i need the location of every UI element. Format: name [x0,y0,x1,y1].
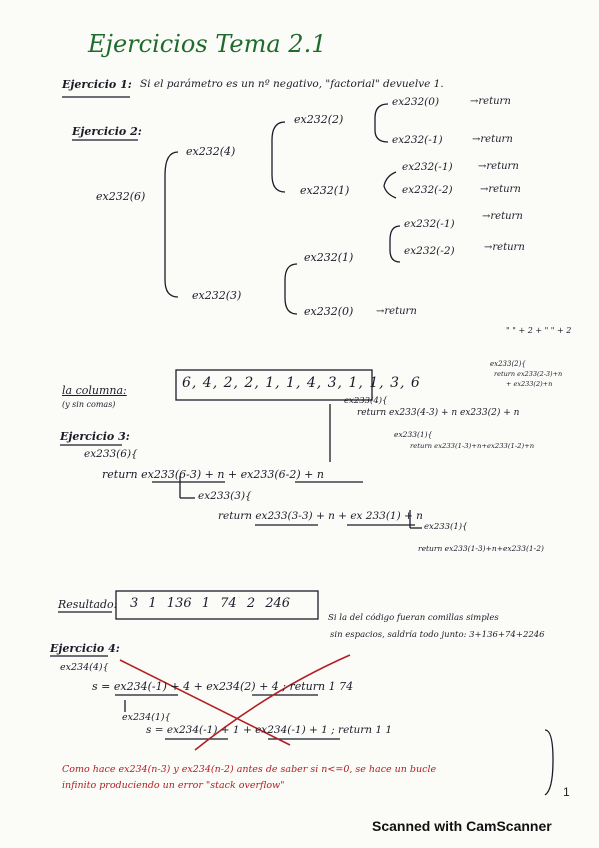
ej2-ret-0b: →return [376,306,417,317]
ej2-leaf-m2a: ex232(-2) [402,184,453,196]
ej2-node-2: ex232(2) [294,113,344,126]
ej2-node-1b: ex232(1) [304,251,354,264]
ej2-leaf-0: ex232(0) [392,96,440,108]
ej2-leaf-m1a: ex232(-1) [392,134,443,146]
ej4-l2: s = ex234(-1) + 4 + ex234(2) + 4 ; retur… [92,680,354,693]
resultado-note-1: Si la del código fueran comillas simples [328,613,499,623]
ej2-node-0: ex232(0) [304,305,354,318]
ej3-l2: return ex233(6-3) + n + ex233(6-2) + n [102,468,324,481]
ej2-leaf-m2b: ex232(-2) [404,245,455,257]
resultado-label: Resultado: [58,598,118,611]
ej3-r6: return ex233(2-3)+n [494,370,563,378]
ej3-r4: return ex233(1-3)+n+ex233(1-2)+n [410,442,535,450]
ej4-l1: ex234(4){ [60,662,109,673]
ej2-node-3: ex232(3) [192,289,242,302]
columna-label: la columna: [62,384,127,397]
ej2-ret-6: →return [484,242,525,253]
ej2-leaf-m1c: ex232(-1) [404,218,455,230]
ej2-root: ex232(6) [96,190,146,203]
ej1-label: Ejercicio 1: [62,78,132,91]
ej2-leaf-m1b: ex232(-1) [402,161,453,173]
ej2-node-1a: ex232(1) [300,184,350,197]
ej3-top: " " + 2 + " " + 2 [506,326,572,335]
ej3-l5: ex233(1){ [424,522,468,532]
ej4-label: Ejercicio 4: [50,642,120,655]
ej2-ret-1: →return [470,96,511,107]
ej3-r3: ex233(1){ [394,430,433,439]
ej3-l3: ex233(3){ [198,490,252,502]
ej4-l4: s = ex234(-1) + 1 + ex234(-1) + 1 ; retu… [146,724,393,736]
resultado-value: 3 1 136 1 74 2 246 [130,596,291,611]
ej2-ret-3: →return [478,161,519,172]
camscanner-watermark: Scanned with CamScanner [372,818,552,834]
resultado-note-2: sin espacios, saldría todo junto: 3+136+… [330,630,545,640]
ej4-l3: ex234(1){ [122,712,171,723]
ej2-ret-5: →return [482,211,523,222]
ej4-red-note-2: infinito produciendo un error "stack ove… [62,780,285,791]
ej3-l6: return ex233(1-3)+n+ex233(1-2) [418,544,544,553]
columna-values: 6, 4, 2, 2, 1, 1, 4, 3, 1, 1, 3, 6 [182,375,421,391]
ej2-node-4: ex232(4) [186,145,236,158]
ej4-red-note-1: Como hace ex234(n-3) y ex234(n-2) antes … [62,764,437,775]
ej3-r7: + ex233(2)+n [506,380,553,388]
ej1-text: Si el parámetro es un nº negativo, "fact… [140,78,444,90]
page-title: Ejercicios Tema 2.1 [88,30,327,58]
ej3-l4: return ex233(3-3) + n + ex 233(1) + n [218,510,423,522]
ej3-l1: ex233(6){ [84,448,138,460]
ej3-r2: return ex233(4-3) + n ex233(2) + n [357,408,520,418]
ej2-ret-2: →return [472,134,513,145]
page-number: 1 [563,785,570,799]
columna-sub: (y sin comas) [62,400,116,409]
ej2-label: Ejercicio 2: [72,125,142,138]
ej2-ret-4: →return [480,184,521,195]
ej3-r5: ex233(2){ [490,360,526,368]
ej3-r1: ex233(4){ [344,396,388,406]
ej3-label: Ejercicio 3: [60,430,130,443]
